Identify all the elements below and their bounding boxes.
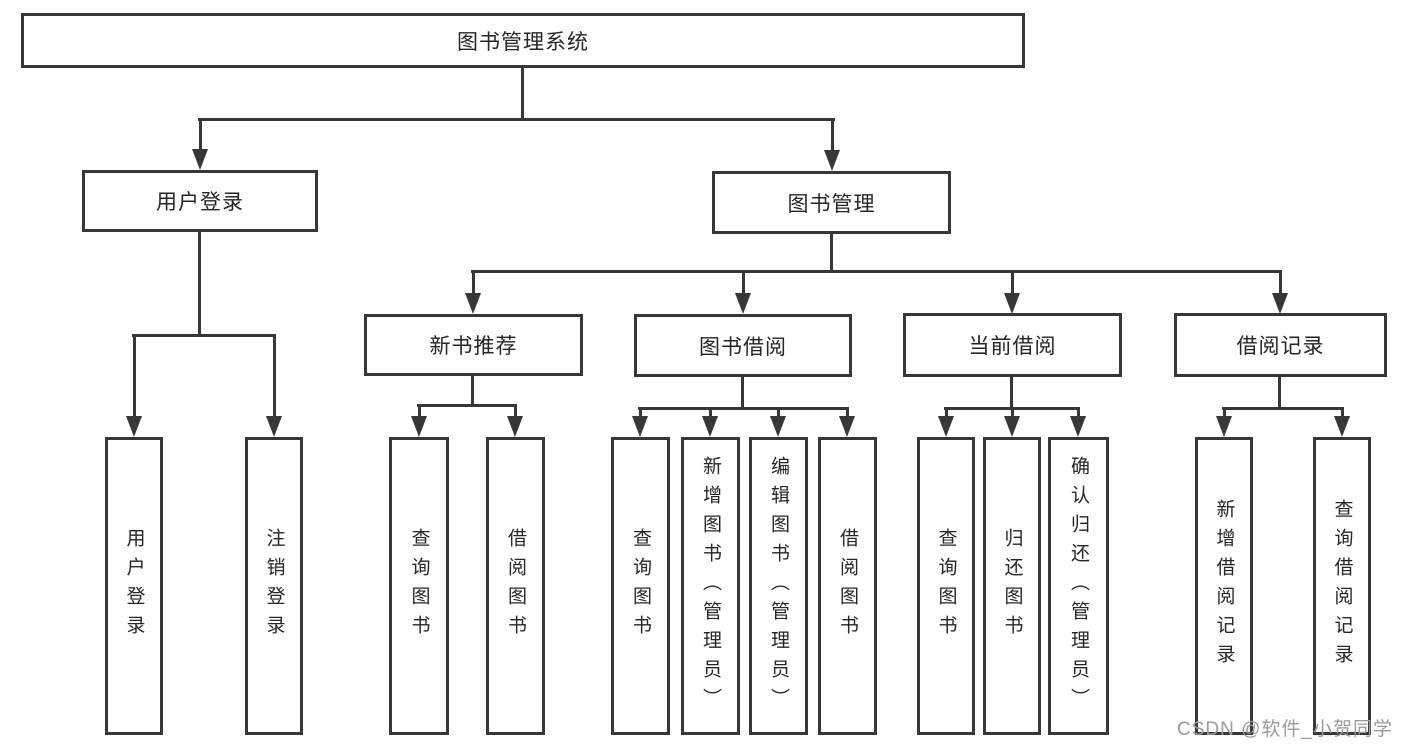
leaf-logout-login: 注销登录	[245, 437, 303, 735]
leaf-logout-login-label: 注销登录	[263, 528, 285, 644]
leaf-query-books-borrowing-label: 查询图书	[630, 528, 651, 644]
edge-book-management-hline	[471, 270, 1282, 273]
leaf-return-books: 归还图书	[983, 437, 1041, 735]
node-borrowing-records-label: 借阅记录	[1236, 335, 1325, 358]
arrow-to-add-books-admin	[702, 407, 718, 437]
edge-user-login-vline	[198, 230, 201, 336]
edge-new-book-vline	[471, 374, 474, 406]
edge-user-login-hline	[132, 334, 276, 337]
leaf-add-borrow-record-label: 新增借阅记录	[1213, 499, 1235, 673]
leaf-edit-books-admin: 编辑图书（管理员）	[749, 437, 808, 735]
edge-root-vline	[521, 66, 524, 120]
leaf-borrow-books-recommend: 借阅图书	[486, 437, 545, 735]
node-root: 图书管理系统	[21, 13, 1025, 68]
node-borrowing-records: 借阅记录	[1174, 313, 1387, 377]
node-user-login-label: 用户登录	[156, 191, 244, 214]
node-book-management: 图书管理	[712, 171, 951, 234]
leaf-user-login: 用户登录	[105, 437, 163, 735]
arrow-to-query-borrow-record	[1334, 407, 1350, 437]
arrow-to-query-books-current	[938, 407, 954, 437]
arrow-to-leaf-user-login	[126, 334, 142, 437]
arrow-to-borrow-books-borrowing	[839, 407, 855, 437]
arrow-to-query-books-recommend	[411, 404, 427, 437]
node-book-borrowing-label: 图书借阅	[699, 335, 787, 359]
leaf-borrow-books-recommend-label: 借阅图书	[505, 528, 526, 644]
arrow-to-book-management	[824, 118, 840, 171]
leaf-add-borrow-record: 新增借阅记录	[1195, 437, 1253, 735]
node-user-login: 用户登录	[82, 170, 318, 232]
leaf-confirm-return-admin: 确认归还（管理员）	[1048, 437, 1109, 735]
node-new-book-recommendation: 新书推荐	[364, 314, 583, 376]
arrow-to-book-borrowing	[735, 270, 751, 314]
arrow-to-user-login	[192, 118, 208, 170]
edge-book-borrowing-hline	[638, 407, 849, 410]
leaf-query-books-recommend: 查询图书	[389, 437, 449, 735]
leaf-query-borrow-record: 查询借阅记录	[1313, 437, 1371, 735]
leaf-return-books-label: 归还图书	[1001, 528, 1023, 644]
arrow-to-edit-books-admin	[770, 407, 786, 437]
node-current-borrowing-label: 当前借阅	[968, 335, 1057, 358]
arrow-to-leaf-logout	[266, 334, 282, 437]
leaf-confirm-return-admin-label: 确认归还（管理员）	[1068, 455, 1089, 717]
leaf-query-books-current-label: 查询图书	[935, 528, 957, 644]
leaf-query-books-borrowing: 查询图书	[611, 437, 670, 735]
arrow-to-confirm-return-admin	[1070, 407, 1086, 437]
leaf-query-books-current: 查询图书	[917, 437, 975, 735]
leaf-user-login-label: 用户登录	[123, 528, 145, 644]
leaf-add-books-admin: 新增图书（管理员）	[681, 437, 740, 735]
arrow-to-current-borrowing	[1004, 270, 1020, 314]
leaf-query-books-recommend-label: 查询图书	[408, 528, 430, 644]
edge-book-borrowing-vline	[741, 375, 744, 409]
node-book-borrowing: 图书借阅	[634, 314, 852, 377]
arrow-to-add-borrow-record	[1216, 407, 1232, 437]
edge-root-hline	[198, 118, 835, 121]
leaf-add-books-admin-label: 新增图书（管理员）	[700, 455, 721, 717]
edge-new-book-hline	[417, 404, 517, 407]
edge-borrowing-records-hline	[1222, 407, 1344, 410]
node-new-book-recommendation-label: 新书推荐	[429, 335, 518, 358]
node-root-label: 图书管理系统	[457, 30, 589, 54]
edge-current-borrowing-vline	[1010, 375, 1013, 409]
node-current-borrowing: 当前借阅	[903, 313, 1122, 377]
edge-book-management-vline	[830, 232, 833, 273]
arrow-to-query-books-borrowing	[632, 407, 648, 437]
leaf-query-borrow-record-label: 查询借阅记录	[1331, 499, 1353, 673]
arrow-to-new-book-recommendation	[465, 270, 481, 314]
arrow-to-borrow-books-recommend	[507, 404, 523, 437]
watermark: CSDN @软件_小贺同学	[1177, 719, 1393, 740]
edge-borrowing-records-vline	[1278, 375, 1281, 409]
arrow-to-borrowing-records	[1272, 270, 1288, 314]
leaf-borrow-books-borrowing-label: 借阅图书	[837, 528, 858, 644]
leaf-edit-books-admin-label: 编辑图书（管理员）	[768, 455, 789, 717]
leaf-borrow-books-borrowing: 借阅图书	[818, 437, 877, 735]
arrow-to-return-books	[1004, 407, 1020, 437]
node-book-management-label: 图书管理	[787, 192, 876, 216]
